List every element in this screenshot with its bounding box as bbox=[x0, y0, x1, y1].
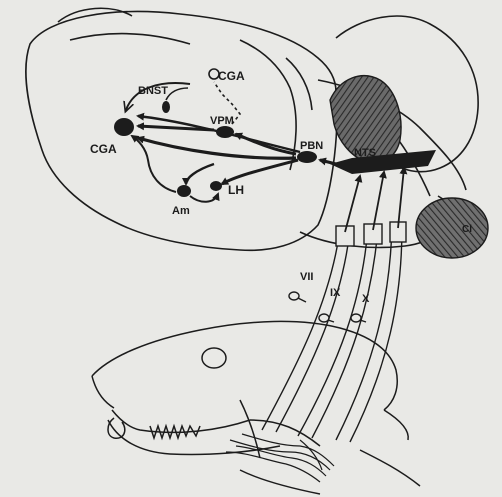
lh-nucleus bbox=[210, 181, 222, 191]
ganglion-ix bbox=[319, 314, 329, 322]
cga-left-nucleus bbox=[114, 118, 134, 136]
ganglion-vii bbox=[289, 292, 299, 300]
label-cb: Cl bbox=[462, 224, 472, 235]
head-outline bbox=[92, 321, 420, 494]
label-nts: NTS bbox=[354, 147, 376, 159]
label-am: Am bbox=[172, 205, 190, 217]
pbn-nucleus bbox=[297, 151, 317, 163]
label-cga-left: CGA bbox=[90, 142, 117, 156]
label-vpm: VPM bbox=[210, 115, 234, 127]
arrow-pbn-to-lh bbox=[222, 160, 298, 184]
label-ix: IX bbox=[330, 287, 341, 299]
label-vii: VII bbox=[300, 271, 313, 283]
brain-outline bbox=[26, 8, 478, 250]
labels: BNST CGA VPM CGA PBN NTS LH Am VII IX X … bbox=[90, 69, 472, 305]
medulla-hatched-region bbox=[416, 198, 488, 258]
bnst-nucleus bbox=[162, 101, 170, 113]
am-nucleus bbox=[177, 185, 191, 197]
arrow-pbn-to-am bbox=[186, 164, 214, 184]
label-bnst: BNST bbox=[138, 85, 168, 97]
tongue-nerve-tangle bbox=[226, 434, 334, 482]
eye bbox=[202, 348, 226, 368]
label-cga-top: CGA bbox=[218, 69, 245, 83]
label-x: X bbox=[362, 293, 370, 305]
cranial-nerves bbox=[262, 168, 406, 442]
ganglion-x bbox=[351, 314, 361, 322]
label-pbn: PBN bbox=[300, 140, 323, 152]
label-lh: LH bbox=[228, 183, 244, 197]
